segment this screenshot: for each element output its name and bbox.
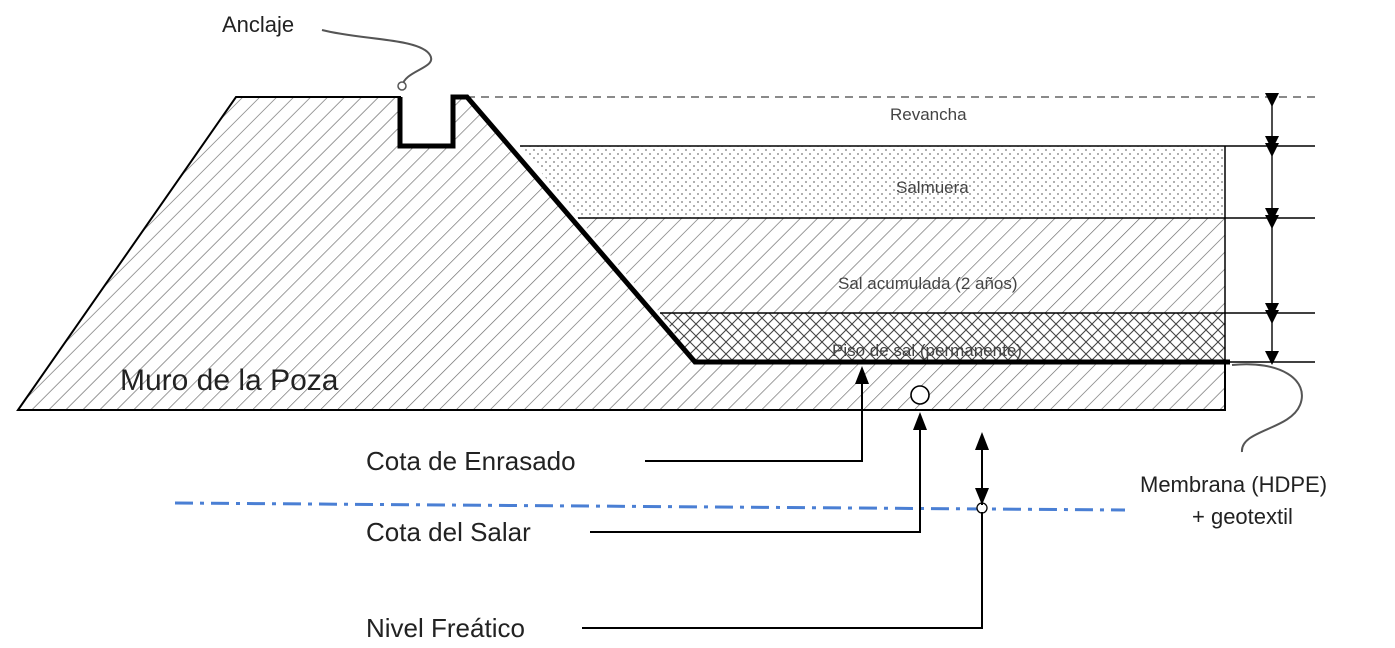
salt-accumulated-region	[578, 218, 1225, 313]
brine-label: Salmuera	[896, 178, 969, 197]
membrane-label-line2: + geotextil	[1192, 504, 1293, 529]
membrane-leader-line	[1231, 363, 1303, 453]
enrasado-label: Cota de Enrasado	[366, 446, 576, 476]
anchor-label: Anclaje	[222, 12, 294, 37]
freeboard-label: Revancha	[890, 105, 967, 124]
wall-label: Muro de la Poza	[120, 364, 339, 397]
brine-region	[520, 146, 1225, 218]
water-table-line	[174, 501, 1126, 512]
salar-level-marker	[910, 385, 930, 405]
salt-floor-label: Piso de sal (permanente)	[832, 341, 1022, 360]
enrasado-leader	[645, 372, 863, 462]
salt-floor-region	[660, 313, 1225, 362]
freatico-leader	[582, 512, 983, 629]
anchor-leader-line	[321, 29, 433, 87]
freatico-label: Nivel Freático	[366, 613, 525, 643]
salar-label: Cota del Salar	[366, 517, 531, 547]
salt-accumulated-label: Sal acumulada (2 años)	[838, 274, 1018, 293]
membrane-label-line1: Membrana (HDPE)	[1140, 472, 1327, 497]
salar-leader	[590, 420, 921, 533]
membrane-hdpe-line	[397, 94, 1230, 365]
anchor-point	[397, 81, 407, 91]
